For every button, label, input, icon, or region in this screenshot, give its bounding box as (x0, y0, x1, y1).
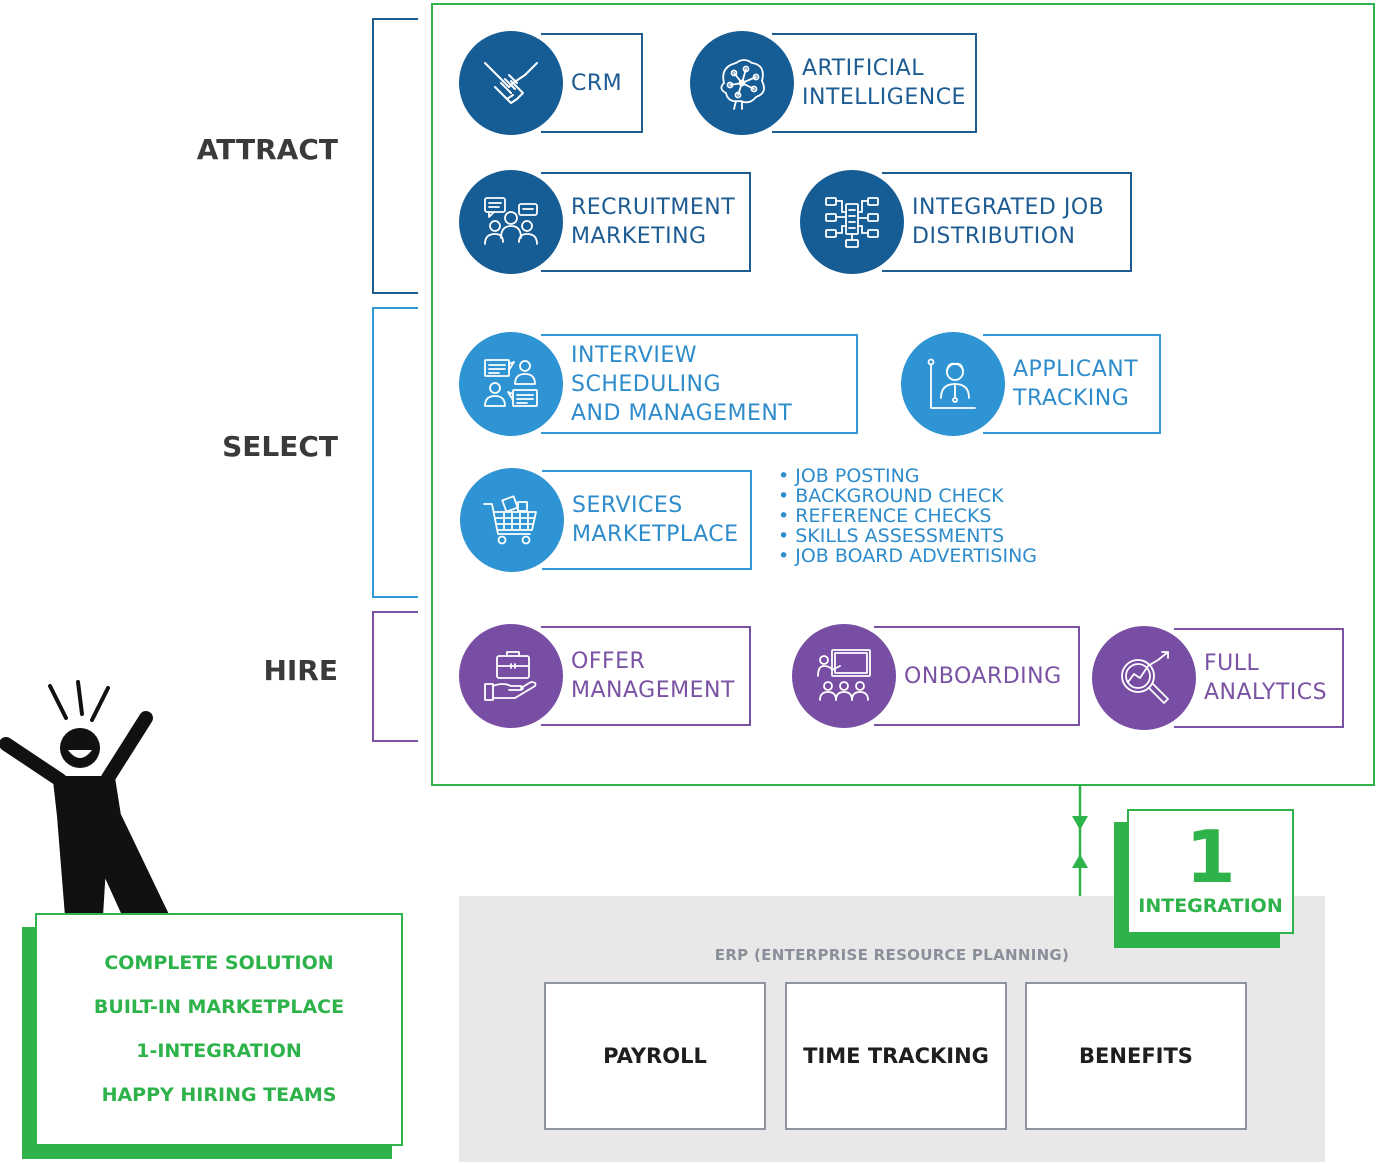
summary-line: HAPPY HIRING TEAMS (101, 1084, 337, 1106)
stage-label-attract: ATTRACT (196, 133, 338, 166)
full-analytics-label: FULL ANALYTICS (1204, 651, 1328, 705)
attract-bracket (372, 18, 418, 294)
benefits-module: BENEFITS (1025, 982, 1247, 1130)
applicant-tracking-label: APPLICANT TRACKING (1013, 357, 1139, 411)
stage-label-select: SELECT (222, 430, 338, 463)
stage-label-hire: HIRE (263, 654, 338, 687)
erp-title: ERP (ENTERPRISE RESOURCE PLANNING) (714, 946, 1070, 964)
summary-box: COMPLETE SOLUTION BUILT-IN MARKETPLACE 1… (35, 913, 403, 1146)
list-item: JOB POSTING (778, 466, 1037, 486)
integration-label: INTEGRATION (1138, 895, 1283, 917)
payroll-module: PAYROLL (544, 982, 766, 1130)
integration-number: 1 (1185, 815, 1236, 899)
happy-person-icon (0, 680, 169, 916)
integration-connector (1072, 786, 1088, 898)
briefcase-hand-icon (459, 624, 563, 728)
list-item: SKILLS ASSESSMENTS (778, 526, 1037, 546)
time-tracking-module: TIME TRACKING (785, 982, 1007, 1130)
job-distribution-label: INTEGRATED JOB DISTRIBUTION (912, 195, 1105, 249)
offer-management-label: OFFER MANAGEMENT (571, 649, 735, 703)
integration-badge: 1 INTEGRATION (1127, 809, 1294, 934)
onboarding-label: ONBOARDING (904, 663, 1062, 689)
recruitment-marketing-label: RECRUITMENT MARKETING (571, 195, 736, 249)
applicant-icon (901, 332, 1005, 436)
marketplace-services-list: JOB POSTING BACKGROUND CHECK REFERENCE C… (778, 466, 1037, 566)
analytics-magnifier-icon (1092, 626, 1196, 730)
recruiting-suite-box (431, 3, 1375, 786)
list-item: BACKGROUND CHECK (778, 486, 1037, 506)
services-marketplace-label: SERVICES MARKETPLACE (572, 493, 739, 547)
crm-label: CRM (571, 70, 623, 96)
shopping-cart-icon (460, 468, 564, 572)
list-item: JOB BOARD ADVERTISING (778, 546, 1037, 566)
interview-icon (459, 332, 563, 436)
summary-line: COMPLETE SOLUTION (104, 952, 334, 974)
summary-line: BUILT-IN MARKETPLACE (93, 996, 345, 1018)
erp-panel: ERP (ENTERPRISE RESOURCE PLANNING) PAYRO… (459, 896, 1325, 1162)
handshake-icon (459, 31, 563, 135)
summary-line: 1-INTEGRATION (136, 1040, 302, 1062)
ai-label: ARTIFICIAL INTELLIGENCE (802, 56, 966, 110)
interview-label: INTERVIEW SCHEDULING AND MANAGEMENT (571, 342, 793, 426)
brain-network-icon (690, 31, 794, 135)
select-bracket (372, 307, 418, 598)
people-chat-icon (459, 170, 563, 274)
flowchart-icon (800, 170, 904, 274)
list-item: REFERENCE CHECKS (778, 506, 1037, 526)
hire-bracket (372, 611, 418, 742)
presentation-icon (792, 624, 896, 728)
